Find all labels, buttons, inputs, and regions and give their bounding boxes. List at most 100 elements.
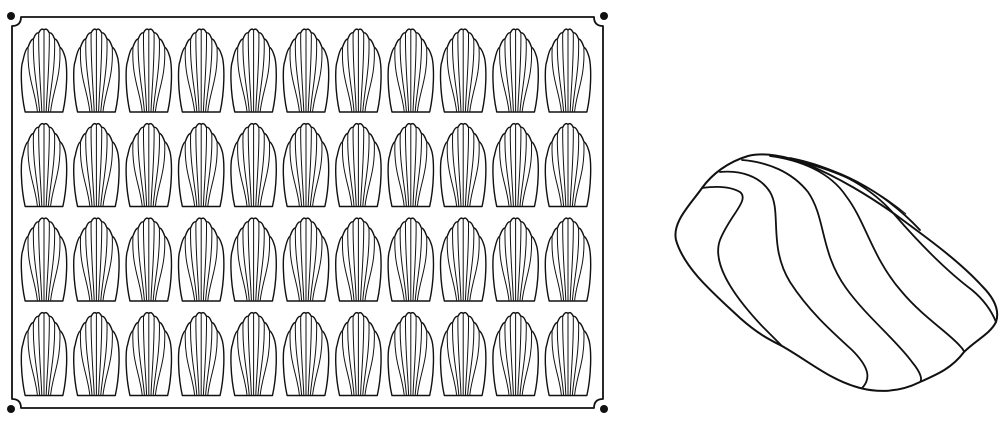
cavity-rib (499, 47, 510, 112)
cavity-rib (132, 236, 143, 301)
madeleine-detail-view (674, 153, 999, 392)
cavity-r3-c9 (439, 217, 487, 302)
cavity-outline (387, 217, 435, 302)
cavity-rib (509, 316, 514, 395)
cavity-rib (79, 47, 91, 112)
cavity-r2-c7 (335, 122, 382, 208)
cavity-rib (416, 142, 428, 206)
cavity-rib (237, 47, 248, 112)
cavity-rib (32, 39, 41, 112)
cavity-rib (414, 322, 422, 395)
cavity-outline (125, 217, 173, 302)
cavity-rib (289, 47, 300, 112)
cavity-r4-c4 (177, 311, 225, 397)
cavity-outline (544, 122, 592, 208)
cavity-rib (102, 236, 113, 301)
cavity-rib (352, 222, 357, 301)
cavity-rib (309, 228, 318, 301)
cavity-rib (394, 331, 405, 395)
cavity-rib (257, 322, 265, 395)
cavity-rib (360, 316, 365, 395)
cavity-rib (571, 39, 580, 112)
cavity-r2-c10 (492, 122, 539, 208)
cavity-outline (335, 122, 382, 208)
cavity-rib (195, 127, 200, 206)
cavity-rib (142, 127, 148, 206)
cavity-rib (469, 331, 480, 395)
cavity-rib (289, 236, 300, 301)
cavity-rib (27, 47, 38, 112)
cavity-outline (335, 28, 382, 113)
cavity-rib (452, 133, 460, 206)
cavity-rib (47, 228, 56, 301)
cavity-rib (499, 331, 510, 395)
shell-ridge-2 (719, 170, 869, 389)
cavity-outline (73, 311, 120, 397)
cavity-outline (230, 28, 277, 113)
cavity-r3-c2 (73, 217, 120, 302)
cavity-outline (20, 217, 68, 302)
cavity-outline (544, 217, 592, 302)
cavity-rib (190, 133, 198, 206)
cavity-rib (569, 33, 574, 112)
cavity-r3-c6 (282, 217, 330, 302)
cavity-rib (207, 142, 218, 206)
cavity-rib (207, 236, 218, 301)
cavity-rib (341, 142, 353, 206)
cavity-rib (517, 316, 522, 395)
cavity-rib (521, 142, 533, 206)
cavity-rib (98, 316, 103, 395)
cavity-rib (574, 236, 585, 301)
cavity-outline (73, 217, 120, 302)
cavity-r1-c7 (335, 28, 382, 113)
cavity-rib (521, 236, 533, 301)
cavity-rib (184, 142, 196, 206)
cavity-rib (102, 331, 113, 395)
cavity-rib (562, 316, 567, 395)
cavity-rib (242, 39, 250, 112)
shell-ridge-1 (701, 185, 783, 347)
cavity-rib (150, 127, 155, 206)
cavity-rib (237, 142, 248, 206)
cavity-rib (307, 222, 312, 301)
cavity-rib (467, 322, 475, 395)
cavity-rib (38, 316, 43, 395)
cavity-rib (142, 33, 148, 112)
cavity-rib (137, 228, 145, 301)
corner-hole-2 (600, 12, 608, 20)
cavity-rib (190, 228, 198, 301)
cavity-rib (551, 331, 562, 395)
cavity-r3-c10 (492, 217, 539, 302)
cavity-rib (499, 236, 510, 301)
cavity-rib (360, 222, 365, 301)
cavity-rib (27, 236, 38, 301)
cavity-rib (360, 33, 365, 112)
cavity-r1-c4 (177, 28, 225, 113)
cavity-outline (125, 122, 173, 208)
cavity-r3-c5 (230, 217, 277, 302)
cavity-rib (142, 316, 148, 395)
cavity-rib (237, 331, 248, 395)
cavity-rib (205, 133, 213, 206)
cavity-rib (184, 236, 196, 301)
cavity-rib (464, 127, 470, 206)
cavity-rib (45, 33, 50, 112)
cavity-rib (154, 47, 166, 112)
cavity-rib (85, 322, 93, 395)
cavity-rib (150, 222, 155, 301)
cavity-rib (307, 127, 312, 206)
cavity-rib (45, 222, 50, 301)
cavity-rib (416, 331, 428, 395)
cavity-r1-c6 (282, 28, 330, 113)
cavity-rib (469, 236, 480, 301)
cavity-rib (574, 47, 585, 112)
cavity-rib (457, 316, 462, 395)
cavity-rib (504, 133, 512, 206)
cavity-rib (45, 127, 50, 206)
cavity-outline (492, 217, 539, 302)
shell-ridge-4 (769, 155, 965, 353)
cavity-outline (282, 217, 330, 302)
cavity-rib (255, 127, 260, 206)
cavity-r3-c11 (544, 217, 592, 302)
